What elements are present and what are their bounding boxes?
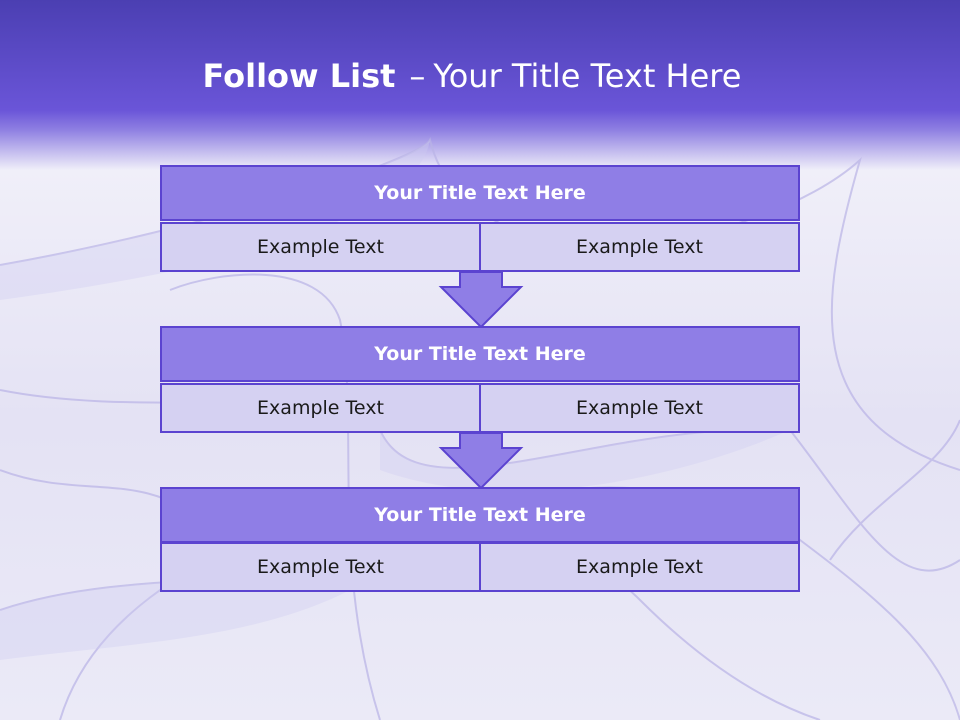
flow-block-2: Your Title Text Here Example Text Exampl…: [160, 326, 800, 433]
title-bar: Follow List–Your Title Text Here: [0, 0, 960, 150]
block-title: Your Title Text Here: [160, 326, 800, 382]
flow-block-3: Your Title Text Here Example Text Exampl…: [160, 487, 800, 592]
down-arrow-icon: [438, 432, 524, 490]
flow-block-1: Your Title Text Here Example Text Exampl…: [160, 165, 800, 272]
block-cell-right: Example Text: [479, 542, 800, 592]
down-arrow-icon: [438, 271, 524, 329]
block-cell-left: Example Text: [160, 383, 481, 433]
block-cell-left: Example Text: [160, 542, 481, 592]
block-cell-right: Example Text: [479, 222, 800, 272]
block-title: Your Title Text Here: [160, 487, 800, 543]
title-separator: –: [409, 57, 426, 95]
block-cell-right: Example Text: [479, 383, 800, 433]
title-bold-text: Follow List: [202, 57, 396, 95]
title-rest-text: Your Title Text Here: [433, 57, 742, 95]
slide-title: Follow List–Your Title Text Here: [0, 52, 944, 100]
block-title: Your Title Text Here: [160, 165, 800, 221]
block-cell-left: Example Text: [160, 222, 481, 272]
